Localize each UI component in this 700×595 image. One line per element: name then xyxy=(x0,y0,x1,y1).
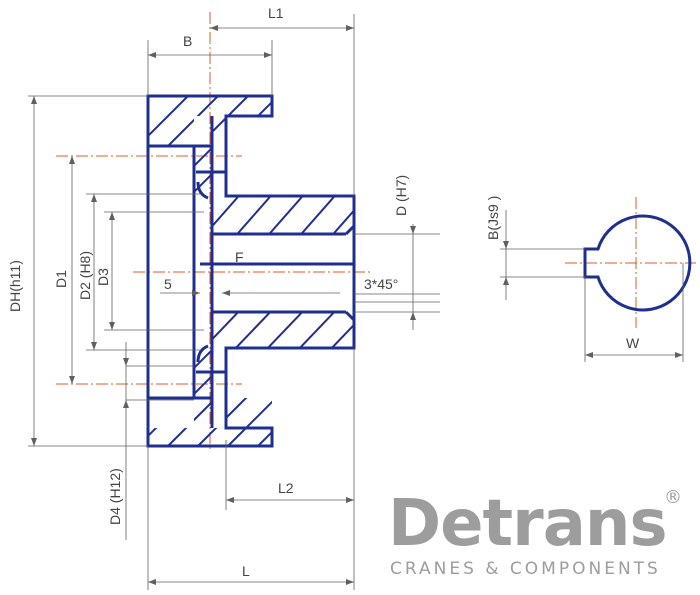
label-dh: DH(h11) xyxy=(7,260,23,312)
fillet-top xyxy=(196,181,209,200)
logo-registered-mark: ® xyxy=(664,487,682,508)
label-d-h7: D (H7) xyxy=(393,175,409,216)
dimension-lines xyxy=(28,14,440,590)
outer-contour xyxy=(146,94,356,448)
dimension-labels: L1 B DH(h11) D1 D2 (H8) D3 D (H7) F 5 3*… xyxy=(7,5,640,579)
centerlines xyxy=(56,12,696,450)
label-d4: D4 (H12) xyxy=(107,468,123,525)
section-hatching xyxy=(148,96,354,446)
detrans-logo: Detrans ® CRANES & COMPONENTS xyxy=(388,487,682,579)
label-d3: D3 xyxy=(95,268,111,286)
label-b-js9: B(Js9 ) xyxy=(485,196,501,240)
label-w: W xyxy=(626,335,640,351)
label-5: 5 xyxy=(164,276,172,292)
label-l1: L1 xyxy=(268,5,284,21)
shaft-section xyxy=(500,210,692,362)
label-f: F xyxy=(235,249,244,265)
label-chamfer: 3*45° xyxy=(364,276,398,292)
part-outline xyxy=(146,94,356,448)
shaft-keyway-profile xyxy=(583,214,692,312)
label-l: L xyxy=(242,563,250,579)
logo-tagline: CRANES & COMPONENTS xyxy=(390,559,661,579)
label-d2: D2 (H8) xyxy=(77,251,93,300)
logo-wordmark: Detrans xyxy=(388,487,667,561)
label-l2: L2 xyxy=(278,480,294,496)
label-b: B xyxy=(183,33,192,49)
fillet-bottom xyxy=(196,344,209,363)
label-d1: D1 xyxy=(53,270,69,288)
